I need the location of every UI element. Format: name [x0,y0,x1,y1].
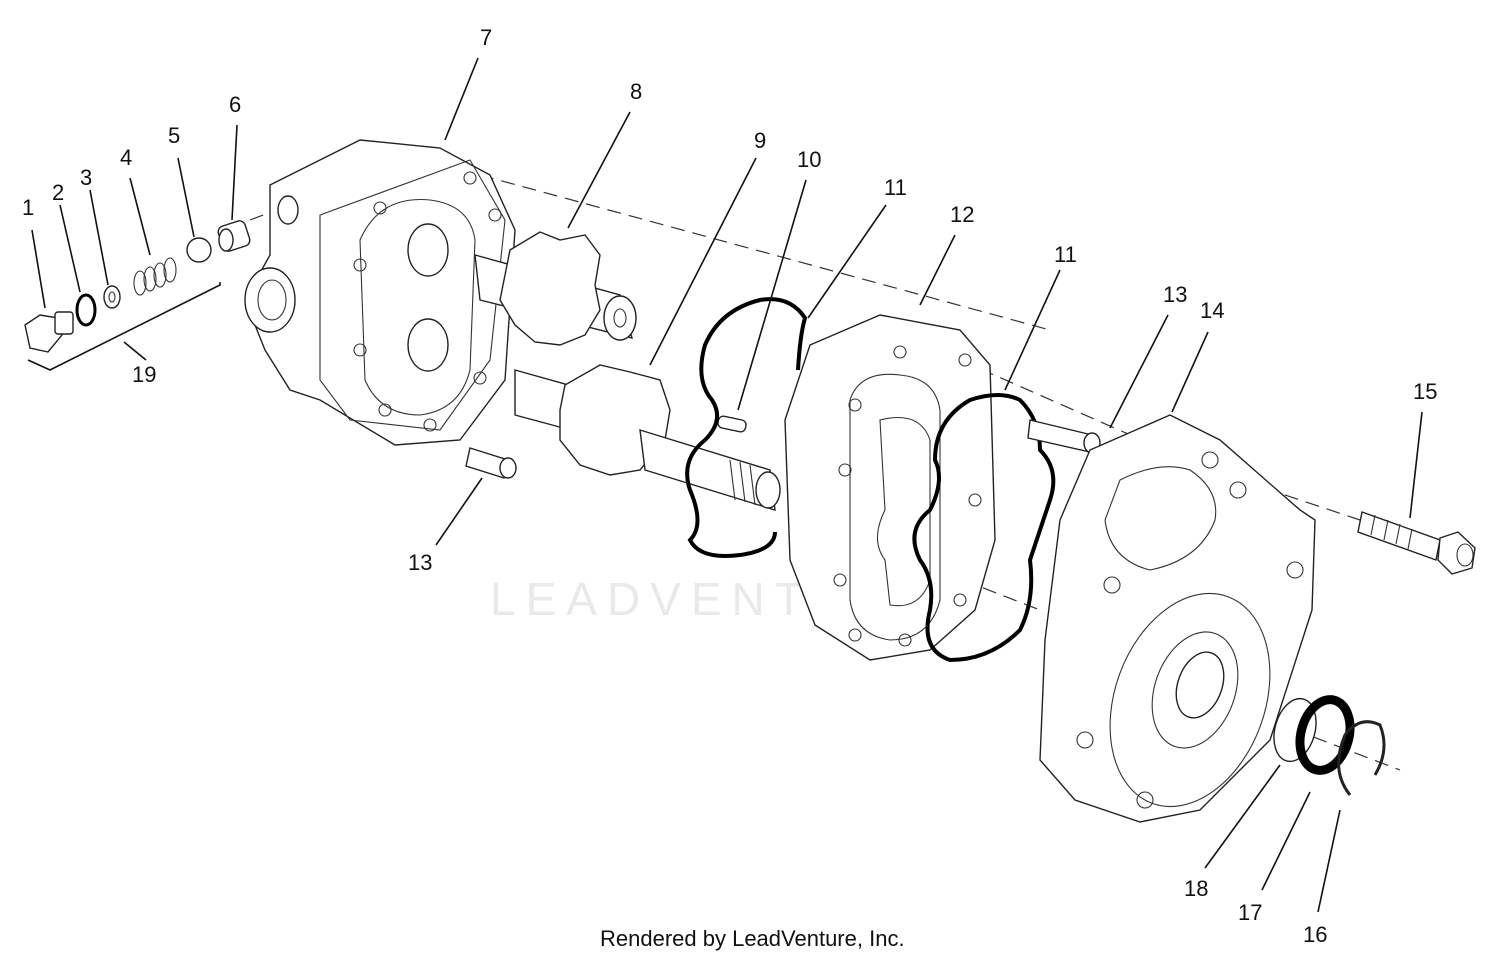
callout-8: 8 [630,79,642,104]
callout-9: 9 [754,128,766,153]
callout-15: 15 [1413,379,1437,404]
spring-part [133,257,177,296]
leader-8 [567,111,631,229]
callout-11-left: 11 [884,175,907,200]
leader-7 [444,57,479,141]
leader-18 [1204,764,1281,869]
plug-part [24,311,74,353]
leader-17 [1261,791,1311,891]
leader-1 [31,229,46,309]
washer-part [103,285,121,309]
callout-13-right: 13 [1163,282,1187,307]
callout-12: 12 [950,202,974,227]
callout-2: 2 [52,180,64,205]
leader-16 [1317,809,1341,913]
leader-4 [129,177,151,256]
driven-gear-shaft-part [514,364,781,511]
o-ring-part [75,293,97,327]
leader-3 [89,189,109,286]
leader-2 [59,204,81,293]
kit-bracket [27,282,221,371]
retaining-ring-part [1337,720,1386,796]
leader-11-left [807,204,887,319]
seat-part [217,220,251,252]
callout-4: 4 [120,145,132,170]
leader-13-left [435,477,483,546]
ball-part [186,237,212,263]
callout-13-left: 13 [408,550,432,575]
callout-10: 10 [797,147,821,172]
leader-19 [123,341,147,361]
leader-6 [231,124,238,221]
gasket-right-part [912,393,1056,663]
leader-11-right [1004,269,1061,391]
dowel-pin-left-part [465,447,517,479]
callout-16: 16 [1303,922,1327,947]
front-cover-part [1039,414,1316,823]
leader-5 [177,157,195,238]
callout-17: 17 [1238,900,1262,925]
shaft-seal-part [1295,695,1355,775]
callout-14: 14 [1200,298,1224,323]
leader-10 [737,179,807,411]
callout-11-right: 11 [1054,242,1077,267]
rendered-by-footer: Rendered by LeadVenture, Inc. [600,926,905,951]
key-part [717,415,747,433]
leader-12 [919,234,956,306]
gear-housing-part [784,314,996,661]
callout-1: 1 [22,195,34,220]
pump-body-part [244,139,516,446]
leader-15 [1409,411,1423,519]
washer-hole [108,291,116,303]
leader-14 [1171,331,1209,413]
bolt-part [1357,511,1476,575]
callout-6: 6 [229,92,241,117]
callout-7: 7 [480,25,492,50]
callout-18: 18 [1184,876,1208,901]
axis-line-top [479,174,1051,331]
leader-9 [649,157,757,366]
leader-13-right [1109,314,1169,429]
callout-3: 3 [80,165,92,190]
drive-gear-part [474,231,637,346]
callout-19: 19 [132,362,156,387]
callout-5: 5 [168,123,180,148]
gasket-left-part [685,297,808,558]
